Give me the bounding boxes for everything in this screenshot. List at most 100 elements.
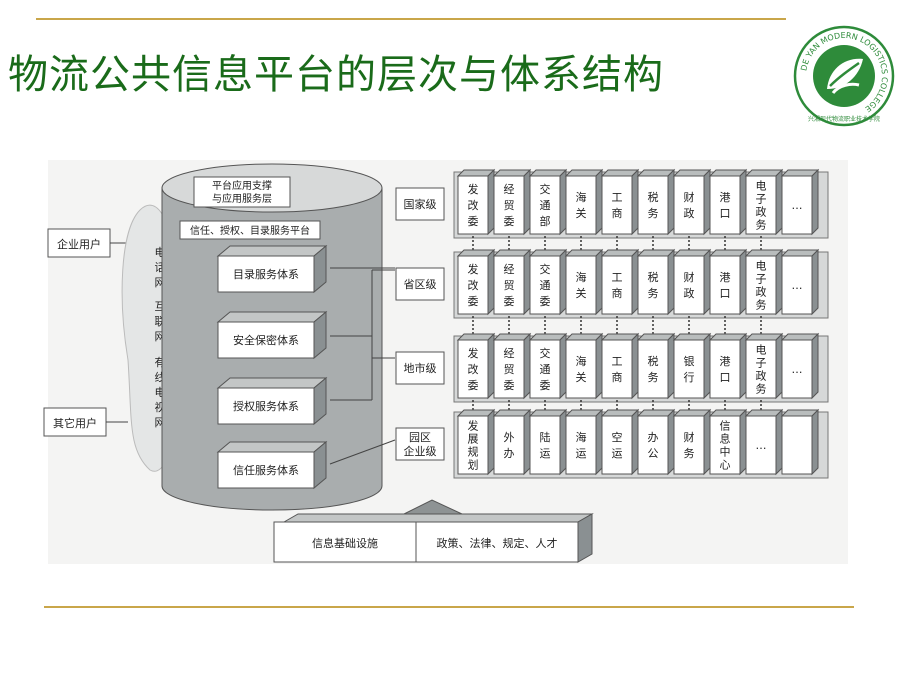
agency-box bbox=[529, 175, 561, 235]
agency-box-side bbox=[559, 332, 567, 400]
level-label-box bbox=[395, 427, 445, 461]
agency-label: … bbox=[792, 199, 803, 212]
agency-box-side bbox=[703, 248, 711, 316]
agency-box bbox=[529, 415, 561, 475]
agency-box-side bbox=[811, 248, 819, 316]
agency-box bbox=[745, 339, 777, 399]
system-box-top bbox=[216, 311, 328, 323]
agency-label: 交通委 bbox=[540, 262, 551, 308]
network-cable-tv: 有线电视网 bbox=[155, 355, 166, 429]
policy-label: 政策、法律、规定、人才 bbox=[437, 536, 558, 550]
agency-box bbox=[709, 255, 741, 315]
agency-label: 交通部 bbox=[540, 182, 551, 228]
agency-box-side bbox=[631, 248, 639, 316]
agency-label: 港口 bbox=[720, 271, 731, 300]
agency-box-side bbox=[631, 332, 639, 400]
agency-label: 财务 bbox=[684, 430, 695, 460]
agency-label: 税务 bbox=[648, 354, 659, 384]
system-label: 信任服务体系 bbox=[233, 463, 299, 477]
agency-label: 银行 bbox=[684, 354, 695, 384]
agency-box bbox=[781, 255, 813, 315]
agency-box bbox=[565, 339, 597, 399]
system-box bbox=[217, 387, 315, 425]
agency-label: 税务 bbox=[648, 190, 659, 220]
agency-label: 港口 bbox=[720, 191, 731, 220]
agency-label: 经贸委 bbox=[504, 347, 515, 392]
agency-box bbox=[745, 415, 777, 475]
agency-box bbox=[637, 415, 669, 475]
system-label: 目录服务体系 bbox=[233, 267, 299, 281]
network-telephone: 电话网 bbox=[155, 246, 166, 289]
agency-label: 税务 bbox=[648, 270, 659, 300]
agency-box bbox=[601, 415, 633, 475]
platform-label-box bbox=[179, 220, 321, 240]
agency-box-side bbox=[631, 408, 639, 476]
agency-label: 外办 bbox=[504, 431, 515, 460]
agency-label: 经贸委 bbox=[504, 263, 515, 308]
agency-label: 财政 bbox=[684, 190, 695, 220]
agency-box-side bbox=[739, 168, 747, 236]
agency-label: 海运 bbox=[576, 430, 587, 460]
enterprise-user-box bbox=[47, 228, 111, 258]
support-layer-line2: 与应用服务层 bbox=[212, 192, 272, 205]
agency-box bbox=[493, 415, 525, 475]
agency-label: 发改委 bbox=[468, 182, 479, 228]
network-label: 有线电视网 bbox=[155, 355, 166, 429]
agency-box-side bbox=[811, 332, 819, 400]
agency-label: 空运 bbox=[612, 430, 623, 460]
agency-box-side bbox=[595, 248, 603, 316]
agency-box-side bbox=[775, 168, 783, 236]
agency-box-side bbox=[811, 168, 819, 236]
agency-box-side bbox=[667, 168, 675, 236]
agency-box bbox=[457, 339, 489, 399]
level-label-box bbox=[395, 187, 445, 221]
agency-box bbox=[565, 415, 597, 475]
agency-box-side bbox=[703, 168, 711, 236]
agency-box-side bbox=[523, 332, 531, 400]
system-label: 授权服务体系 bbox=[233, 399, 299, 413]
infrastructure-label: 信息基础设施 bbox=[312, 536, 378, 550]
agency-box-side bbox=[559, 168, 567, 236]
bottom-rule bbox=[44, 606, 854, 608]
agency-box bbox=[673, 339, 705, 399]
network-labels: 电话网 互联网 有线电视网 bbox=[155, 246, 166, 429]
network-label: 互联网 bbox=[155, 300, 166, 343]
agency-box-side bbox=[811, 408, 819, 476]
base-bar-side bbox=[577, 513, 593, 563]
agency-box bbox=[709, 339, 741, 399]
top-rule bbox=[36, 18, 786, 20]
agency-box-side bbox=[667, 408, 675, 476]
agency-box bbox=[493, 255, 525, 315]
agency-box bbox=[673, 255, 705, 315]
agency-box-side bbox=[631, 168, 639, 236]
agency-label: 海关 bbox=[576, 270, 587, 300]
agency-box bbox=[673, 175, 705, 235]
agency-box-side bbox=[775, 248, 783, 316]
agency-box-side bbox=[739, 248, 747, 316]
agency-box-side bbox=[595, 332, 603, 400]
agency-box-side bbox=[487, 332, 495, 400]
agency-label: 经贸委 bbox=[504, 183, 515, 228]
agency-box bbox=[637, 175, 669, 235]
system-box-top bbox=[216, 441, 328, 453]
agency-box-side bbox=[523, 408, 531, 476]
agency-label: 陆运 bbox=[540, 430, 551, 460]
agency-box-side bbox=[703, 408, 711, 476]
agency-box-side bbox=[595, 168, 603, 236]
agency-label: … bbox=[756, 439, 767, 452]
logo-bottom-text: 兴湘现代物流职业技术学院 bbox=[808, 115, 880, 123]
enterprise-user-label: 企业用户 bbox=[57, 237, 101, 251]
agency-box bbox=[673, 415, 705, 475]
agency-box-side bbox=[487, 168, 495, 236]
agency-box-side bbox=[739, 332, 747, 400]
agency-box bbox=[709, 175, 741, 235]
agency-box bbox=[601, 339, 633, 399]
system-box bbox=[217, 321, 315, 359]
base-bar bbox=[273, 521, 579, 563]
base-bar-top bbox=[282, 513, 594, 523]
level-label-box bbox=[395, 351, 445, 385]
agency-box bbox=[493, 175, 525, 235]
agency-box-side bbox=[739, 408, 747, 476]
agency-label: 工商 bbox=[612, 191, 623, 220]
